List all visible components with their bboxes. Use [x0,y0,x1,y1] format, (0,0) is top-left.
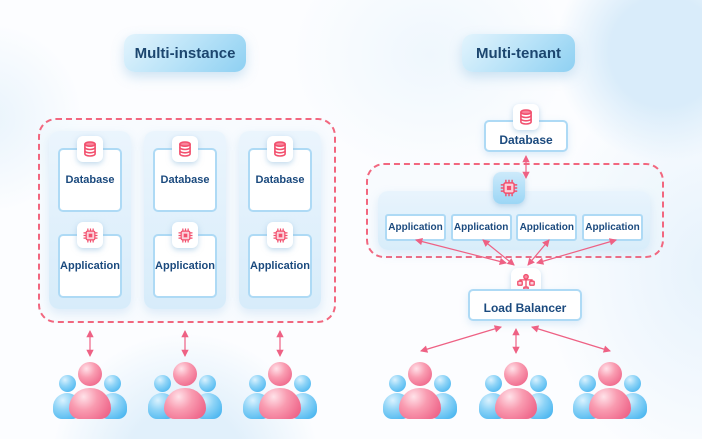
pink-user-icon [495,388,537,419]
load-balancer-label: Load Balancer [483,301,567,315]
chip-icon [172,222,198,248]
application-box: Application [450,214,512,241]
instance-column-1: Database Application [49,131,131,309]
database-label: Database [499,133,553,147]
application-label: Application [585,222,640,233]
application-box: Application [581,214,643,241]
pink-user-icon [504,362,528,386]
blue-user-icon [624,375,641,392]
load-balancer-card: Load Balancer [468,289,582,321]
application-label: Application [250,260,310,272]
application-label: Application [388,222,443,233]
chip-icon [77,222,103,248]
blue-user-icon [389,375,406,392]
user-group [242,362,318,420]
blue-user-icon [104,375,121,392]
chip-icon [267,222,293,248]
application-card: Application [248,222,312,298]
blue-user-icon [294,375,311,392]
application-box: Application [516,214,578,241]
multi-instance-title-badge: Multi-instance [124,34,246,72]
user-group [572,362,648,420]
pink-user-icon [259,388,301,419]
pink-user-icon [69,388,111,419]
blue-user-icon [530,375,547,392]
application-label: Application [60,260,120,272]
user-group [478,362,554,420]
application-label: Application [453,222,509,233]
database-label: Database [65,174,115,186]
user-group [382,362,458,420]
pink-user-icon [589,388,631,419]
pink-user-icon [399,388,441,419]
pink-user-icon [268,362,292,386]
database-icon [172,136,198,162]
database-card: Database [58,136,122,212]
application-label: Application [519,222,575,233]
user-group [147,362,223,420]
pink-user-icon [173,362,197,386]
application-label: Application [155,260,215,272]
blue-user-icon [249,375,266,392]
multi-tenant-title-badge: Multi-tenant [462,34,575,72]
blue-user-icon [59,375,76,392]
database-card: Database [153,136,217,212]
database-label: Database [160,174,210,186]
application-card: Application [58,222,122,298]
blue-user-icon [434,375,451,392]
database-label: Database [255,174,305,186]
pink-user-icon [408,362,432,386]
blue-user-icon [154,375,171,392]
blue-user-icon [579,375,596,392]
database-icon [267,136,293,162]
pink-user-icon [78,362,102,386]
application-card: Application [153,222,217,298]
database-card: Database [248,136,312,212]
pink-user-icon [164,388,206,419]
instance-column-3: Database Application [239,131,321,309]
pink-user-icon [598,362,622,386]
user-group [52,362,128,420]
multi-instance-title: Multi-instance [134,44,236,62]
application-box: Application [385,214,446,241]
multi-tenant-title: Multi-tenant [476,44,561,62]
tenant-database-card: Database [484,104,568,152]
blue-user-icon [485,375,502,392]
chip-icon [493,172,525,204]
blue-user-icon [199,375,216,392]
instance-column-2: Database Application [144,131,226,309]
database-icon [77,136,103,162]
database-icon [513,104,539,130]
